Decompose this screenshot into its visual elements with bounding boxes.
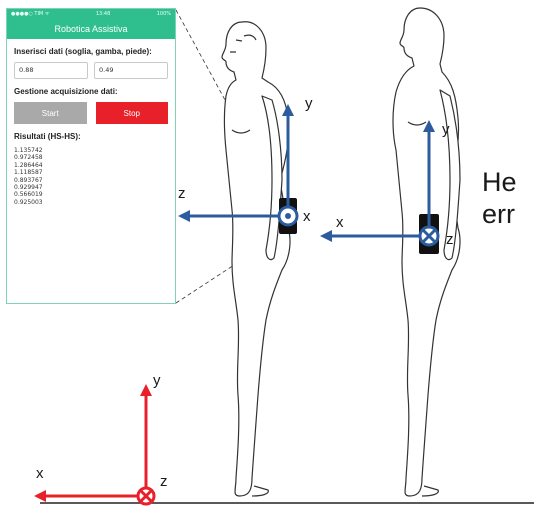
app-content: Inserisci dati (soglia, gamba, piede): 0…	[7, 39, 175, 212]
result-value: 0.925003	[14, 199, 168, 206]
nav-bar: Robotica Assistiva	[7, 19, 175, 39]
acquisition-label: Gestione acquisizione dati:	[14, 87, 168, 96]
carrier-signal: ●●●●○ TIM ᯤ	[11, 11, 49, 17]
axis-label-ground-up: y	[153, 372, 161, 389]
axis-label-ground-left: x	[36, 465, 44, 482]
leg-field[interactable]: 0.49	[94, 62, 168, 79]
result-value: 0.972458	[14, 154, 168, 161]
input-label: Inserisci dati (soglia, gamba, piede):	[14, 47, 168, 56]
stop-button[interactable]: Stop	[96, 102, 169, 124]
result-value: 0.929947	[14, 184, 168, 191]
status-time: 13:48	[96, 11, 110, 17]
ground-axes	[34, 384, 154, 504]
phone-screen: ●●●●○ TIM ᯤ 13:48 100% Robotica Assistiv…	[6, 8, 176, 304]
axis-label-1-left: z	[178, 185, 186, 202]
battery-indicator: 100%	[157, 11, 171, 17]
status-bar: ●●●●○ TIM ᯤ 13:48 100%	[7, 9, 175, 19]
input-row: 0.88 0.49	[14, 62, 168, 79]
axis-label-ground-out: z	[160, 473, 168, 490]
side-text-line-2: err	[482, 198, 517, 230]
axis-label-1-up: y	[305, 95, 313, 112]
button-row: Start Stop	[14, 102, 168, 124]
axis-label-2-up: y	[442, 121, 450, 138]
axis-label-2-left: x	[336, 214, 344, 231]
result-value: 1.286464	[14, 162, 168, 169]
result-value: 0.566019	[14, 191, 168, 198]
result-value: 1.135742	[14, 147, 168, 154]
result-value: 1.118587	[14, 169, 168, 176]
start-button[interactable]: Start	[14, 102, 87, 124]
side-text: He err	[482, 166, 517, 230]
result-value: 0.893767	[14, 177, 168, 184]
side-text-line-1: He	[482, 166, 517, 198]
results-label: Risultati (HS-HS):	[14, 132, 168, 141]
threshold-field[interactable]: 0.88	[14, 62, 88, 79]
axis-label-1-out: x	[303, 208, 311, 225]
axis-label-2-out: z	[446, 231, 454, 248]
results-list: 1.135742 0.972458 1.286464 1.118587 0.89…	[14, 147, 168, 206]
human-figure-1	[222, 22, 290, 496]
app-title: Robotica Assistiva	[54, 24, 127, 34]
